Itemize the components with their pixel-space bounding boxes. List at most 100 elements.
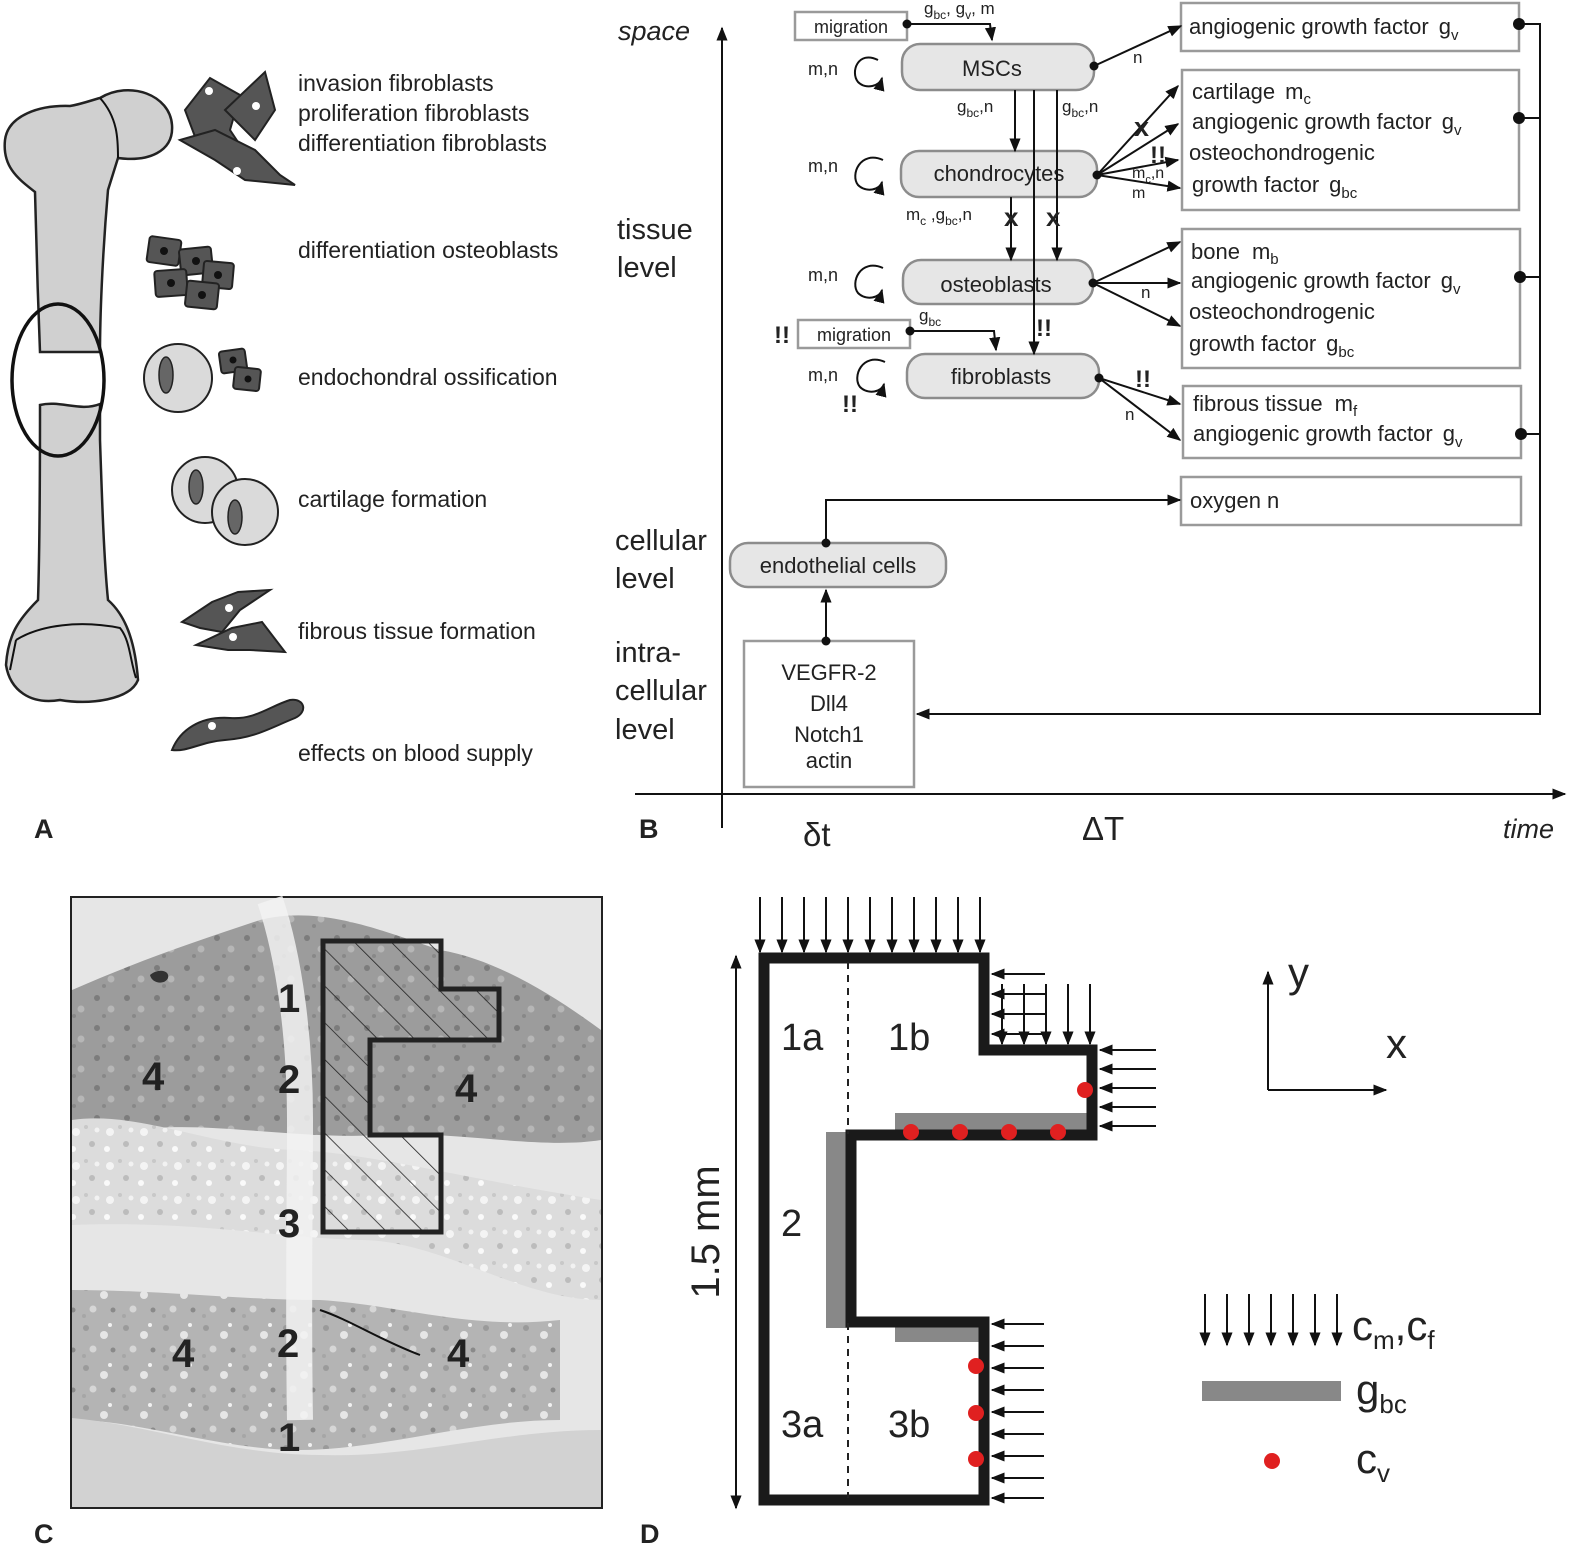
intracellular-label: Dll4 [810,691,848,716]
svg-text:m: m [1132,185,1145,202]
signal-label: gbc, gv, m [924,0,995,22]
output-box-fibroblasts [1181,384,1523,460]
migration-label: migration [814,17,888,37]
process-label: endochondral ossification [298,364,558,390]
gbc-band [895,1113,1093,1133]
inhibition-mark: x [1004,202,1019,232]
legend-label-cv: cv [1356,1435,1390,1488]
output-box-chondrocytes [1180,68,1521,212]
intracellular-label: VEGFR-2 [781,660,876,685]
space-axis-title: space [618,16,690,46]
time-tick-large: ΔT [1082,810,1124,847]
self-loop: m,n [808,156,885,196]
process-label: cartilage formation [298,486,487,512]
region-label: 1b [888,1017,930,1059]
process-label: differentiation osteoblasts [298,237,558,263]
inhibition-mark: x [1046,202,1061,232]
inhibition-mark: x [1134,112,1149,142]
svg-text:m,n: m,n [808,59,838,79]
chondrocytes-label: chondrocytes [934,161,1065,186]
gbc-band [826,1132,848,1328]
panel-d: 1a 1b 2 3a 3b 1.5 mm y x cm,cf gbc cv D [640,897,1435,1549]
panel-label: A [34,814,54,844]
process-label: proliferation fibroblasts [298,100,529,126]
output-label: osteochondrogenic [1189,299,1375,324]
intracellular-box [742,639,916,789]
mscs-label: MSCs [962,56,1022,81]
svg-text:m,n: m,n [808,156,838,176]
dimension-label: 1.5 mm [684,1165,728,1298]
region-label: 4 [172,1332,195,1376]
histology-regions: 1 2 3 4 4 4 2 4 1 [142,977,478,1460]
emphasis-mark: !! [1150,142,1166,169]
panel-label: B [639,814,659,844]
svg-text:m,n: m,n [808,265,838,285]
signal-label: gbc [919,306,941,329]
panel-label: D [640,1519,660,1549]
region-label: 1 [278,977,300,1021]
self-loop: m,n [808,264,885,304]
endothelial-label: endothelial cells [760,553,917,578]
output-label: oxygen n [1190,488,1279,513]
legend-gbc-swatch [1202,1381,1341,1401]
panel-c: 1 2 3 4 4 4 2 4 1 C [34,895,603,1549]
output-box-oxygen [1179,475,1523,527]
emphasis-mark: !! [774,322,790,349]
svg-text:n: n [1133,48,1142,67]
fibrous-cells-icon [179,588,288,654]
level-label-cellular: level [615,563,675,595]
output-box-mscs [1179,1,1521,53]
region-label: 3 [278,1202,300,1246]
signal-label: mc,n [1132,165,1164,186]
level-label-intracellular: level [615,714,675,746]
process-list: invasion fibroblasts proliferation fibro… [298,70,558,766]
osteoblast-cluster-icon [145,235,235,311]
panel-label: C [34,1519,54,1549]
fibroblast-cluster-icon [177,70,296,186]
cartilage-cells-icon [171,456,279,546]
signal-label: gbc,n [957,97,993,120]
legend-load-arrows [1199,1294,1343,1347]
legend-cv-dot [1264,1453,1280,1469]
migration-box [793,10,909,42]
time-axis-title: time [1503,814,1554,844]
signal-label: gbc,n [1062,97,1098,120]
level-label-tissue: tissue [617,214,693,246]
region-label: 4 [142,1055,165,1099]
legend-label-gbc: gbc [1356,1366,1407,1419]
region-label: 4 [455,1067,478,1111]
level-label-intracellular: intra- [615,637,681,669]
region-label: 3b [888,1404,930,1446]
model-domain-outline [320,938,502,1235]
model-geometry [758,952,1098,1506]
intracellular-label: actin [806,748,852,773]
region-label: 1 [278,1416,300,1460]
migration-label: migration [817,325,891,345]
x-axis-label: x [1386,1020,1407,1067]
load-arrows-right [990,968,1156,1504]
level-label-intracellular: cellular [615,675,707,707]
level-label-tissue: level [617,252,677,284]
panel-b: space time tissue level cellular level i… [615,0,1567,853]
svg-text:m,n: m,n [808,365,838,385]
process-label: fibrous tissue formation [298,618,536,644]
svg-text:n: n [1141,283,1150,302]
region-label: 4 [447,1332,470,1376]
process-label: effects on blood supply [298,740,533,766]
region-label: 2 [278,1058,300,1102]
femur-illustration [3,89,174,704]
blood-vessel-cell-icon [170,698,305,752]
self-loop: m,n [808,358,887,398]
legend-label-cm-cf: cm,cf [1352,1302,1435,1355]
self-loop: m,n [808,56,885,92]
emphasis-mark: !! [1135,366,1151,393]
region-label: 1a [781,1017,824,1059]
